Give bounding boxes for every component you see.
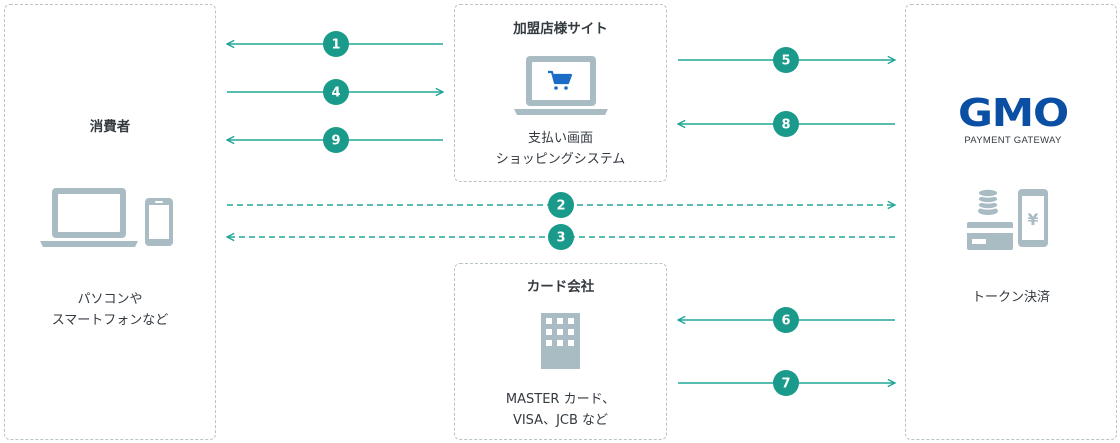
step-badge-7: 7: [773, 370, 799, 396]
gmo-logo-subtitle: PAYMENT GATEWAY: [964, 135, 1062, 146]
step-badge-3: 3: [548, 224, 574, 250]
card-company-box: [454, 263, 667, 440]
step-number-2: 2: [556, 199, 565, 214]
consumer-title: 消費者: [89, 119, 131, 135]
gmo-box: [905, 4, 1117, 440]
smartphone-icon: [145, 198, 173, 246]
cart-icon: [548, 70, 573, 90]
building-icon: [541, 313, 580, 369]
step-badge-2: 2: [548, 192, 574, 218]
merchant-box: [454, 4, 667, 182]
step-number-8: 8: [781, 118, 790, 133]
gmo-caption: トークン決済: [971, 290, 1050, 305]
laptop-icon: [40, 188, 138, 247]
step-badge-4: 4: [323, 79, 349, 105]
step-number-5: 5: [781, 54, 790, 69]
shopping-laptop-icon: [514, 56, 608, 115]
yen-symbol: ¥: [1027, 210, 1038, 229]
step-number-4: 4: [331, 86, 340, 101]
step-number-3: 3: [556, 231, 565, 246]
step-badge-5: 5: [773, 47, 799, 73]
gmo-logo: GMO PAYMENT GATEWAY: [938, 93, 1088, 146]
mobile-payment-icon: ¥: [1018, 189, 1048, 247]
step-number-9: 9: [331, 134, 340, 149]
merchant-title: 加盟店様サイト: [513, 21, 608, 37]
step-badge-6: 6: [773, 307, 799, 333]
coin-stack-icon: [977, 188, 999, 215]
credit-card-icon: [967, 222, 1013, 250]
consumer-box: [4, 4, 216, 440]
step-badge-1: 1: [323, 31, 349, 57]
card-company-title: カード会社: [526, 279, 595, 295]
card-company-caption: MASTER カード、 VISA、JCB など: [505, 392, 616, 428]
gmo-logo-text: GMO: [957, 91, 1069, 135]
step-number-6: 6: [781, 314, 790, 329]
step-number-1: 1: [331, 38, 340, 53]
merchant-caption: 支払い画面 ショッピングシステム: [495, 131, 626, 167]
consumer-caption: パソコンや スマートフォンなど: [51, 292, 169, 328]
step-badge-9: 9: [323, 127, 349, 153]
step-badge-8: 8: [773, 111, 799, 137]
step-number-7: 7: [781, 377, 790, 392]
